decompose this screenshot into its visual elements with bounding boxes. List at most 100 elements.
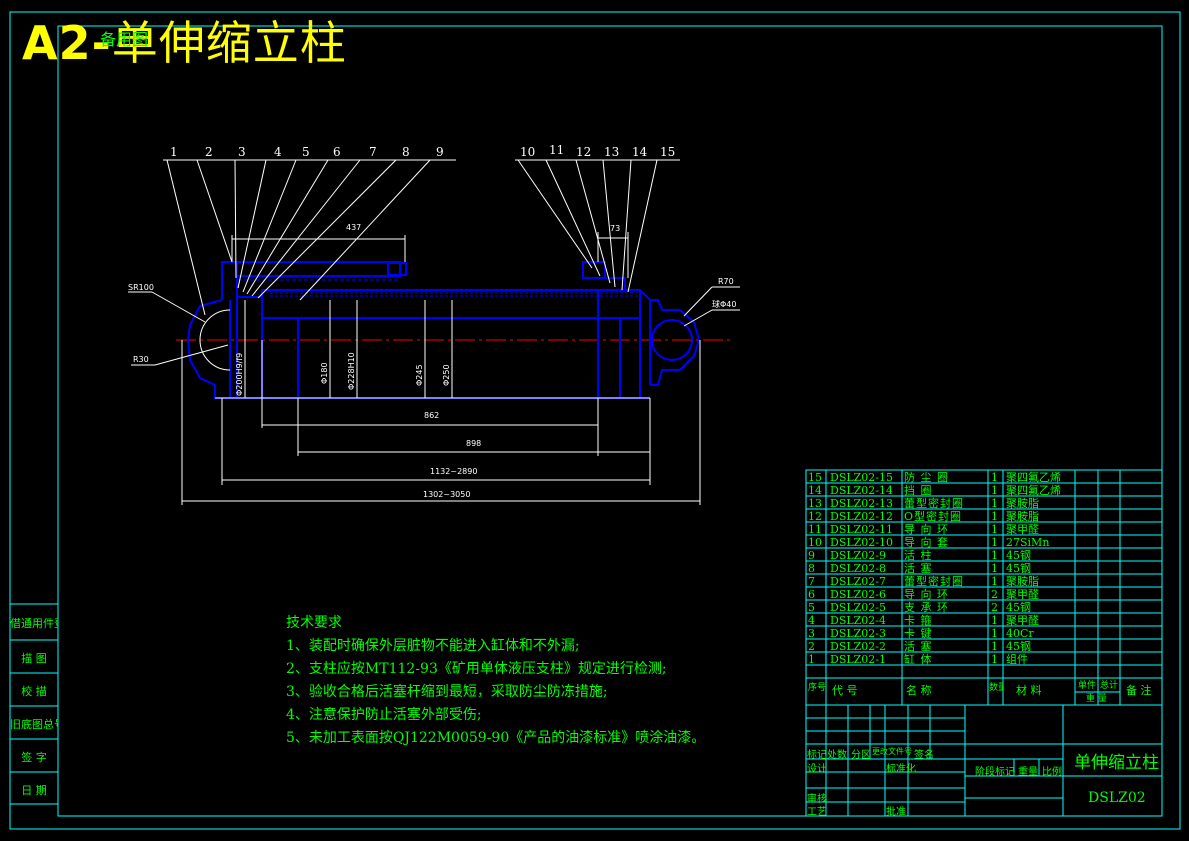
- bom-header-total: 总计: [1100, 681, 1119, 691]
- hatching: [238, 279, 640, 297]
- tech-item-5: 5、未加工表面按QJ122M0059-90《产品的油漆标准》喷涂油漆。: [286, 730, 706, 746]
- dim-r70: R70: [718, 277, 734, 286]
- bom-row-7-no: 7: [808, 575, 815, 588]
- outer-frame: [9, 11, 1181, 830]
- balloon-9: 9: [436, 145, 444, 159]
- tb-stage: 阶段标记: [975, 767, 1015, 778]
- bom-header-material: 材 料: [1016, 684, 1042, 697]
- bom-row-12-qty: 1: [991, 510, 998, 523]
- bom-row-11-material: 聚甲醛: [1006, 523, 1039, 536]
- bom-row-8-no: 8: [808, 562, 815, 575]
- bom-header-remark: 备 注: [1126, 684, 1152, 697]
- bom-row-8-code: DSLZ02-8: [830, 562, 887, 575]
- bom-row-7-qty: 1: [991, 575, 998, 588]
- bom-row-4-no: 4: [808, 614, 815, 627]
- inner-frame: [57, 25, 1163, 817]
- bom-row-10-name: 导 向 套: [904, 536, 949, 549]
- bom-row-10-code: DSLZ02-10: [830, 536, 894, 549]
- bom-row-5-code: DSLZ02-5: [830, 601, 887, 614]
- tech-item-1: 1、装配时确保外层脏物不能进入缸体和不外漏;: [286, 638, 580, 654]
- bom-row-9-code: DSLZ02-9: [830, 549, 887, 562]
- dim-sr100: SR100: [128, 283, 154, 292]
- bom-row-7-code: DSLZ02-7: [830, 575, 887, 588]
- balloon-10: 10: [520, 145, 535, 159]
- tb-doc-no: 更改文件号: [872, 747, 912, 756]
- balloon-13: 13: [604, 145, 619, 159]
- balloon-1: 1: [170, 145, 178, 159]
- bom-row-1-material: 组件: [1006, 653, 1028, 666]
- bom-row-5-material: 45钢: [1006, 601, 1031, 614]
- technical-requirements: 技术要求 1、装配时确保外层脏物不能进入缸体和不外漏; 2、支柱应按MT112-…: [286, 612, 705, 750]
- bom-header-code: 代 号: [832, 684, 858, 697]
- bom-row-2-qty: 1: [991, 640, 998, 653]
- bom-row-6-name: 导 向 环: [904, 588, 949, 601]
- bom-row-4-code: DSLZ02-4: [830, 614, 887, 627]
- tech-item-3: 3、验收合格后活塞杆缩到最短，采取防尘防冻措施;: [286, 684, 608, 700]
- side-label-3: 校 描: [21, 685, 47, 698]
- bom-row-15-name: 防 尘 圈: [904, 471, 949, 484]
- bom-row-4-name: 卡 箍: [904, 614, 933, 627]
- bom-row-2-name: 活 塞: [904, 640, 933, 653]
- bom-row-15-qty: 1: [991, 471, 998, 484]
- bom-row-7-name: 蕾型密封圈: [904, 575, 964, 588]
- bom-row-12-code: DSLZ02-12: [830, 510, 894, 523]
- bom-row-15-no: 15: [808, 471, 822, 484]
- balloon-6: 6: [333, 145, 341, 159]
- dim-phi-b: Φ180: [320, 362, 329, 384]
- bom-header-weight: 重 量: [1086, 694, 1107, 704]
- bom-row-5-name: 支 承 环: [904, 601, 949, 614]
- bom-row-13-material: 聚胺脂: [1006, 497, 1039, 510]
- tech-title: 技术要求: [286, 615, 342, 631]
- side-label-5: 签 字: [21, 751, 47, 764]
- side-label-grid: [9, 603, 59, 805]
- balloon-11: 11: [549, 143, 564, 157]
- bom-row-9-no: 9: [808, 549, 815, 562]
- balloon-3: 3: [238, 145, 246, 159]
- side-label-1: 借通用件登记: [10, 617, 58, 630]
- sheet-part-name: 单伸缩立柱: [111, 16, 347, 70]
- bom-row-11-no: 11: [808, 523, 822, 536]
- dim-898: 898: [466, 439, 481, 448]
- bom-row-11-name: 导 向 环: [904, 523, 949, 536]
- bom-row-15-material: 聚四氟乙烯: [1006, 471, 1061, 484]
- bom-row-6-material: 聚甲醛: [1006, 588, 1039, 601]
- bom-header-no: 序号: [808, 683, 826, 693]
- prop-assembly-drawing: 1 2 3 4 5 6 7 8 9 10 11 12 13 14 15 437 …: [128, 143, 740, 505]
- bom-row-14-no: 14: [808, 484, 822, 497]
- balloon-14: 14: [632, 145, 648, 159]
- dimension-labels: 437 73 862 898 1132~2890 1302~3050 R70 球…: [128, 223, 736, 499]
- balloon-4: 4: [274, 145, 282, 159]
- side-label-4: 旧底图总号: [10, 718, 58, 731]
- bom-row-6-qty: 2: [991, 588, 998, 601]
- bom-row-8-material: 45钢: [1006, 562, 1031, 575]
- bom-row-11-code: DSLZ02-11: [830, 523, 894, 536]
- bom-row-6-code: DSLZ02-6: [830, 588, 887, 601]
- bom-row-1-code: DSLZ02-1: [830, 653, 887, 666]
- bom-header-unit: 单件: [1078, 681, 1097, 691]
- balloon-2: 2: [205, 145, 213, 159]
- sheet-title: A2-单伸缩立柱: [22, 14, 347, 72]
- bom-row-8-name: 活 塞: [904, 562, 933, 575]
- bom-row-4-material: 聚甲醛: [1006, 614, 1039, 627]
- dimension-lines: [182, 237, 700, 502]
- bom-row-12-no: 12: [808, 510, 822, 523]
- tb-zones: 处数: [827, 750, 847, 761]
- side-label-6: 日 期: [21, 784, 47, 797]
- balloon-5: 5: [302, 145, 310, 159]
- dim-phi-a: Φ200H9/f9: [235, 353, 244, 396]
- bom-row-9-qty: 1: [991, 549, 998, 562]
- dim-phi-e: Φ250: [442, 364, 451, 386]
- tb-standard: 标准化: [886, 764, 916, 775]
- tb-drawing-no: DSLZ02: [1088, 790, 1146, 806]
- bom-row-12-name: O型密封圈: [904, 510, 963, 523]
- bom-header-qty: 数量: [989, 683, 1003, 693]
- tb-scale: 比例: [1042, 767, 1062, 778]
- side-label-2: 描 图: [21, 652, 47, 665]
- bom-row-3-code: DSLZ02-3: [830, 627, 887, 640]
- overlay-label: 备用图: [100, 30, 149, 49]
- bom-row-8-qty: 1: [991, 562, 998, 575]
- body-outline: [181, 232, 701, 505]
- balloon-15: 15: [660, 145, 675, 159]
- dim-1132: 1132~2890: [430, 467, 477, 476]
